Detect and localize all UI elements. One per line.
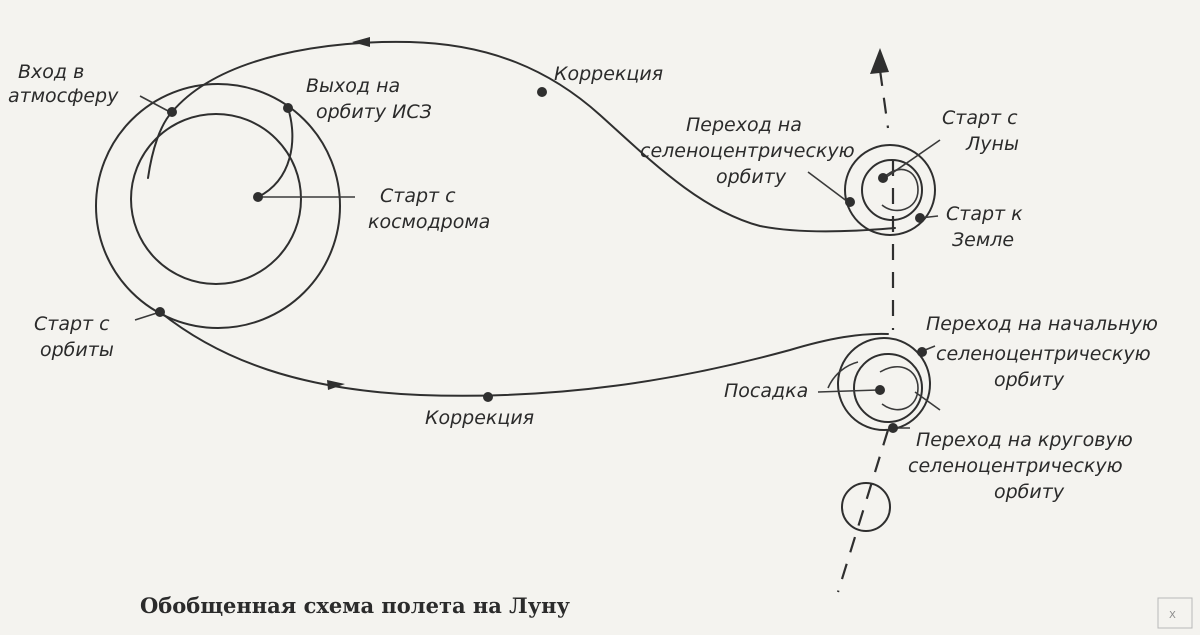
watermark-icon: Х <box>1157 597 1193 629</box>
earth-orbit-circle <box>95 83 341 329</box>
top-arrow <box>352 37 370 47</box>
diagram-caption: Обобщенная схема полета на Луну <box>140 593 571 618</box>
launch-spiral-path <box>257 107 294 198</box>
moon-top-group <box>844 144 936 236</box>
label-selenocentric-transfer: Переход на селеноцентрическую орбиту <box>640 114 861 188</box>
landing-curve <box>827 361 859 389</box>
point-atmosphere-entry <box>167 107 177 117</box>
label-earth-start: Старт к Земле <box>946 203 1029 251</box>
earth-circle <box>130 113 302 285</box>
point-selenocentric-transfer <box>845 197 855 207</box>
return-trajectory-top <box>171 40 896 233</box>
moon-bottom-body <box>853 353 923 423</box>
moon-top-body <box>861 159 923 221</box>
moon-bottom-group <box>827 337 931 431</box>
label-correction-bottom: Коррекция <box>425 407 534 429</box>
moon-axis-bottom <box>836 429 890 593</box>
label-cosmodrome-start: Старт с космодрома <box>368 185 490 233</box>
label-initial-selenocentric: Переход на начальную селеноцентрическую … <box>926 313 1164 391</box>
label-moon-start: Старт с Луны <box>942 107 1024 155</box>
earth-group <box>95 83 341 329</box>
label-landing: Посадка <box>724 380 808 402</box>
small-body-circle <box>841 482 891 532</box>
point-correction-bottom <box>483 392 493 402</box>
point-circular-selenocentric <box>888 423 898 433</box>
label-orbit-start: Старт с орбиты <box>34 313 116 361</box>
point-landing <box>875 385 885 395</box>
moon-bottom-orbit <box>837 337 931 431</box>
label-orbit-iss: Выход на орбиту ИСЗ <box>306 75 432 123</box>
axis-arrowhead <box>870 48 889 74</box>
bottom-arrow <box>327 380 345 390</box>
point-moon-start <box>878 173 888 183</box>
point-cosmodrome <box>253 192 263 202</box>
point-orbit-iss <box>283 103 293 113</box>
label-circular-selenocentric: Переход на круговую селеноцентрическую о… <box>908 429 1139 503</box>
point-correction-top <box>537 87 547 97</box>
outbound-trajectory-bottom <box>159 311 889 397</box>
moon-axis-top <box>878 69 890 129</box>
label-correction-top: Коррекция <box>554 63 663 85</box>
moon-bottom-spiral <box>879 366 919 411</box>
moon-top-orbit <box>844 144 936 236</box>
key-points <box>155 87 927 433</box>
svg-text:Х: Х <box>1169 610 1176 621</box>
reentry-path <box>147 111 173 179</box>
point-initial-selenocentric <box>917 347 927 357</box>
label-atmosphere-entry: Вход в атмосферу <box>8 61 119 107</box>
point-orbit-start <box>155 307 165 317</box>
point-earth-start <box>915 213 925 223</box>
